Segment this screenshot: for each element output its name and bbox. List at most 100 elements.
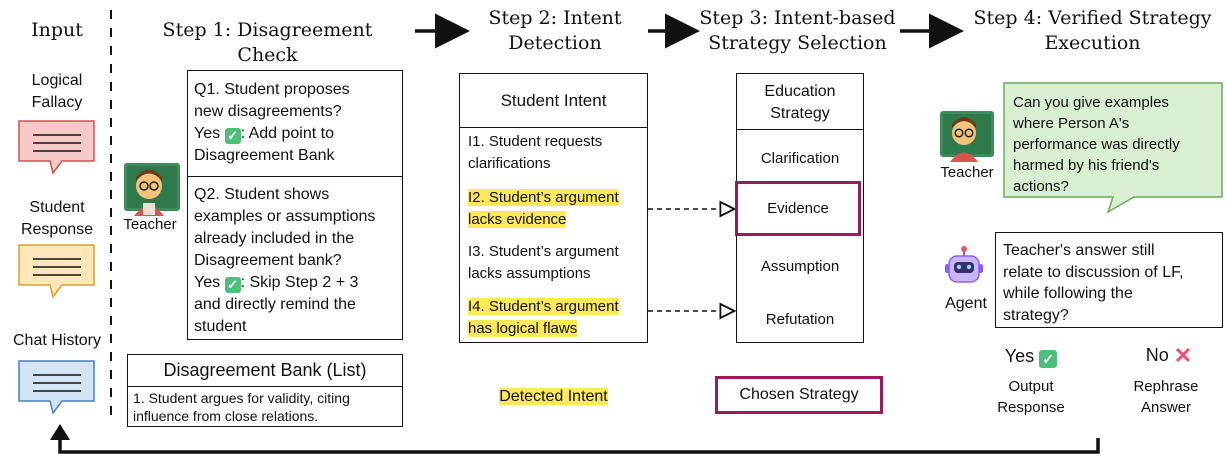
step2-title-line1: Step 2: Intent [488, 7, 622, 29]
step2-title-line2: Detection [508, 32, 602, 54]
strategy-clarification: Clarification [760, 150, 840, 167]
teacher-label-step4: Teacher [940, 164, 994, 181]
desc-line: Response [997, 399, 1065, 416]
disagreement-bank-title: Disagreement Bank (List) [128, 355, 402, 387]
outcome-yes-desc: Output Response [966, 376, 1096, 418]
q1-yes-line: Yes ✓: Add point to [194, 123, 396, 145]
feedback-loop-arrow [58, 437, 1100, 454]
intent-line: I1. Student requests [468, 133, 603, 150]
q1-cell: Q1. Student proposes new disagreements? … [188, 71, 402, 177]
q2-action: : Skip Step 2 + 3 [240, 274, 359, 291]
intent-i3: I3. Student’s argument lacks assumptions [460, 241, 647, 285]
step4-title-line1: Step 4: Verified Strategy [973, 7, 1212, 29]
yes-text: Yes [194, 274, 221, 291]
outcome-yes: Yes ✓ [980, 346, 1082, 368]
agent-line: Teacher's answer still [1003, 242, 1155, 259]
checkmark-icon: ✓ [224, 128, 241, 144]
intent-i2: I2. Student’s argument lacks evidence [460, 187, 647, 231]
input-chat-history-label: Chat History [12, 332, 102, 349]
step4-title: Step 4: Verified Strategy Execution [965, 6, 1220, 56]
speech-bubble-icon [18, 120, 95, 175]
strategy-assumption: Assumption [760, 258, 840, 275]
q2-line: and directly remind the [194, 296, 356, 313]
teacher-icon [124, 163, 180, 216]
intent-line: lacks assumptions [468, 265, 591, 282]
step3-title-line1: Step 3: Intent-based [699, 7, 896, 29]
outcome-no-desc: Rephrase Answer [1106, 376, 1226, 418]
header-line: Education [764, 83, 836, 100]
intent-i4: I4. Student’s argument has logical flaws [460, 296, 647, 340]
label-line1: Logical [31, 72, 83, 89]
detected-intent-text: Detected Intent [499, 388, 608, 405]
chosen-strategy-label: Chosen Strategy [715, 376, 883, 414]
desc-line: Output [1008, 378, 1054, 395]
bubble-line: Can you give examples [1013, 94, 1169, 111]
q1-action: : Add point to [240, 125, 334, 142]
label-line2: Fallacy [31, 94, 83, 111]
q1-line: new disagreements? [194, 103, 342, 120]
q1-line: Q1. Student proposes [194, 81, 350, 98]
strategy-evidence: Evidence [735, 181, 861, 236]
agent-label: Agent [945, 295, 987, 312]
intent-line: I4. Student’s argument [468, 298, 619, 315]
step4-title-line2: Execution [1044, 32, 1141, 54]
intent-line: lacks evidence [468, 211, 567, 228]
intent-line: has logical flaws [468, 320, 578, 337]
education-strategy-header: Education Strategy [737, 74, 863, 130]
q2-line: Q2. Student shows [194, 186, 330, 203]
agent-line: strategy? [1003, 306, 1069, 324]
header-line: Strategy [770, 105, 830, 122]
intent-line: I2. Student’s argument [468, 189, 619, 206]
step3-title-line2: Strategy Selection [708, 32, 887, 54]
checkmark-icon: ✓ [224, 277, 241, 293]
bank-item-line: influence from close relations. [133, 408, 319, 424]
student-intent-box: Student Intent I1. Student requests clar… [459, 73, 648, 343]
disagreement-check-box: Q1. Student proposes new disagreements? … [187, 70, 403, 340]
yes-text: Yes [194, 125, 221, 142]
bubble-line: actions? [1013, 178, 1069, 195]
teacher-bubble-text: Can you give examples where Person A's p… [1013, 92, 1218, 197]
bubble-line: harmed by his friend's [1013, 157, 1160, 174]
agent-check-box: Teacher's answer still relate to discuss… [995, 232, 1223, 328]
label-line1: Student [29, 199, 85, 216]
yes-text: Yes [1004, 346, 1035, 366]
bubble-line: performance was directly [1013, 136, 1180, 153]
no-text: No [1145, 345, 1169, 365]
input-student-response-label: Student Response [8, 197, 106, 241]
bubble-line: where Person A's [1013, 115, 1130, 132]
detected-intent-label: Detected Intent [459, 388, 648, 406]
intent-i1: I1. Student requests clarifications [460, 131, 647, 175]
intent-line: I3. Student’s argument [468, 243, 619, 260]
intent-line: clarifications [468, 155, 551, 172]
checkmark-icon: ✓ [1039, 350, 1058, 368]
q2-line: Disagreement bank? [194, 252, 342, 269]
speech-bubble-icon [18, 244, 95, 299]
strategy-refutation: Refutation [765, 311, 835, 328]
student-intent-header: Student Intent [460, 74, 647, 128]
agent-line: while following the [1003, 285, 1133, 302]
step2-title: Step 2: Intent Detection [470, 6, 640, 56]
q2-yes-line: Yes ✓: Skip Step 2 + 3 [194, 272, 396, 294]
desc-line: Rephrase [1133, 378, 1199, 395]
label-line2: Response [20, 221, 94, 238]
teacher-icon [940, 111, 994, 162]
q2-line: examples or assumptions [194, 208, 376, 225]
outcome-no: No ✕ [1124, 343, 1214, 369]
step3-title: Step 3: Intent-based Strategy Selection [695, 6, 900, 56]
disagreement-bank-item: 1. Student argues for validity, citing i… [128, 388, 402, 426]
bank-item-line: 1. Student argues for validity, citing [133, 390, 350, 406]
q2-line: student [194, 318, 247, 335]
step1-title: Step 1: Disagreement Check [162, 19, 373, 66]
cross-icon: ✕ [1173, 343, 1193, 368]
input-title: Input [31, 19, 83, 41]
robot-icon [945, 246, 983, 283]
speech-bubble-icon [18, 360, 95, 415]
teacher-label: Teacher [123, 216, 177, 233]
q2-cell: Q2. Student shows examples or assumption… [188, 177, 402, 345]
q2-line: already included in the [194, 230, 355, 247]
agent-line: relate to discussion of LF, [1003, 263, 1184, 281]
teacher-speech-bubble [1003, 82, 1223, 214]
input-logical-fallacy-label: Logical Fallacy [8, 70, 106, 114]
disagreement-bank: Disagreement Bank (List) 1. Student argu… [127, 354, 403, 427]
